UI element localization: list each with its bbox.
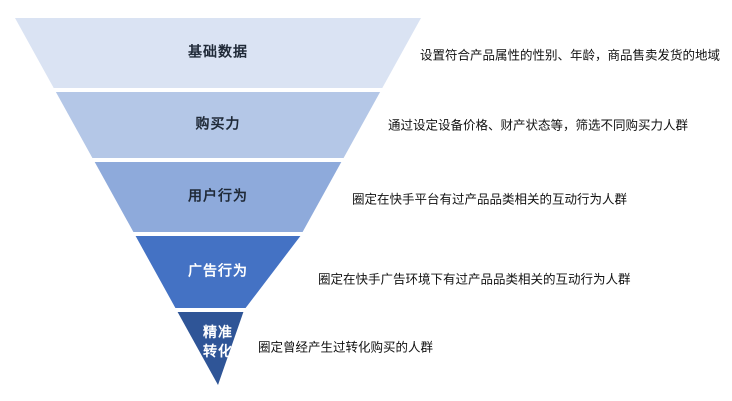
annotation-user-behavior: 圈定在快手平台有过产品品类相关的互动行为人群 xyxy=(352,192,628,207)
funnel-label-ad-behavior: 广告行为 xyxy=(188,262,248,279)
funnel-segment-ad-behavior-shape xyxy=(135,236,301,308)
funnel-label-user-behavior: 用户行为 xyxy=(188,187,248,204)
funnel-label-precise-conversion: 精准转化 xyxy=(203,324,233,359)
funnel-segment-precise-conversion-shape xyxy=(177,312,244,385)
annotation-purchasing-power: 通过设定设备价格、财产状态等，筛选不同购买力人群 xyxy=(388,118,689,133)
funnel-segment-purchasing-power-shape xyxy=(55,92,381,158)
funnel-label-purchasing-power: 购买力 xyxy=(195,115,241,132)
funnel-segment-user-behavior-shape xyxy=(94,162,342,232)
annotation-precise-conversion: 圈定曾经产生过转化购买的人群 xyxy=(258,340,434,355)
funnel-segment-basic-data-shape xyxy=(15,18,421,88)
funnel-label-basic-data: 基础数据 xyxy=(188,43,248,60)
annotation-ad-behavior: 圈定在快手广告环境下有过产品品类相关的互动行为人群 xyxy=(318,272,631,287)
annotation-basic-data: 设置符合产品属性的性别、年龄，商品售卖发货的地域 xyxy=(420,48,721,63)
